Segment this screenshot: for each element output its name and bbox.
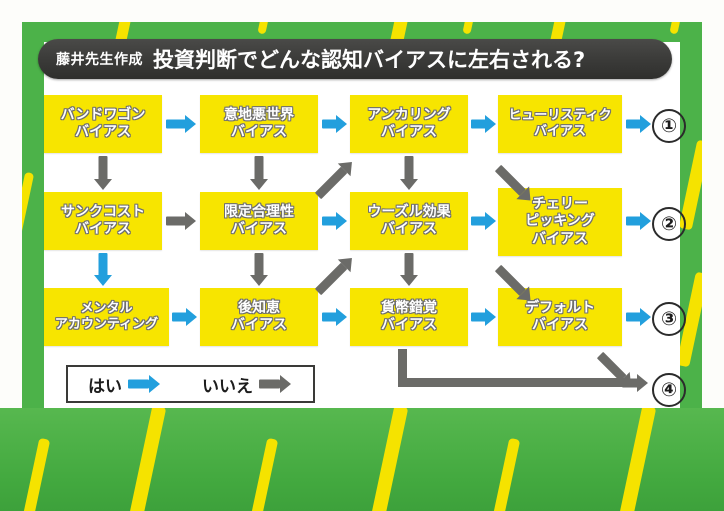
node-line: アンカリング [367, 106, 451, 123]
outcome-2: ② [652, 207, 686, 241]
node-heuristic[interactable]: ヒューリスティク バイアス [498, 95, 622, 153]
arrow-yes-sunkcost-to-mental [93, 253, 113, 286]
legend: はい いいえ [66, 365, 315, 403]
arrow-no-meanworld-to-bounded [249, 156, 269, 190]
node-line: アカウンティング [54, 317, 159, 332]
title-main-text: 投資判断でどんな認知バイアスに左右される? [153, 48, 586, 72]
legend-item-no: いいえ [202, 372, 293, 397]
node-line: バイアス [231, 221, 287, 237]
arrow-no-bandwagon-to-sunkcost [93, 156, 113, 190]
arrow-yes-mental-to-hindsight [172, 307, 197, 327]
arrow-no-anchoring-to-woozle [399, 156, 419, 190]
node-line: 後知恵 [238, 299, 280, 316]
arrow-no-bounded-to-hindsight [249, 253, 269, 286]
node-line: 限定合理性 [224, 203, 294, 220]
node-cherry-picking[interactable]: チェリー ピッキング バイアス [498, 188, 622, 256]
node-sunk-cost[interactable]: サンクコスト バイアス [44, 192, 162, 250]
node-line: ピッキング [525, 213, 595, 230]
arrow-yes-bounded-to-woozle [322, 211, 347, 231]
node-line: バイアス [381, 221, 437, 237]
outcome-4: ④ [652, 373, 686, 407]
node-line: 意地悪世界 [224, 106, 294, 123]
node-bounded-rationality[interactable]: 限定合理性 バイアス [200, 192, 318, 250]
legend-yes-label: はい [88, 376, 122, 397]
elbow-horizontal-money-to-outcome4 [398, 378, 630, 387]
node-line: バイアス [381, 124, 437, 140]
node-line: バイアス [75, 221, 131, 237]
node-line: メンタル [80, 301, 133, 317]
arrow-yes-bandwagon-to-meanworld [166, 114, 196, 134]
node-line: バイアス [231, 124, 287, 140]
arrow-yes-hindsight-to-money [322, 307, 347, 327]
arrow-yes-meanworld-to-anchoring [322, 114, 347, 134]
node-line: バイアス [75, 124, 131, 140]
legend-item-yes: はい [88, 372, 162, 397]
arrow-yes-default-to-outcome3 [626, 307, 651, 327]
node-line: バイアス [533, 124, 586, 139]
legend-yes-arrow-icon [128, 375, 162, 393]
frame-bottom [0, 408, 724, 511]
node-default-bias[interactable]: デフォルト バイアス [498, 288, 622, 346]
arrow-no-woozle-to-money [399, 253, 419, 286]
node-money-illusion[interactable]: 貨幣錯覚 バイアス [350, 288, 468, 346]
arrow-yes-woozle-to-cherry [471, 211, 496, 231]
outcome-3: ③ [652, 302, 686, 336]
node-line: サンクコスト [61, 203, 145, 220]
node-line: チェリー [532, 196, 588, 213]
title-author-tag: 藤井先生作成 [56, 52, 143, 68]
node-line: バイアス [381, 317, 437, 333]
arrow-yes-money-to-default [471, 307, 496, 327]
node-line: ウーズル効果 [367, 203, 451, 220]
node-line: バイアス [532, 230, 588, 247]
arrow-no-elbow-head-outcome4 [622, 373, 648, 392]
node-line: 貨幣錯覚 [381, 299, 437, 316]
elbow-vertical-money-to-outcome4 [398, 349, 407, 387]
page-title: 藤井先生作成 投資判断でどんな認知バイアスに左右される? [38, 39, 672, 79]
arrow-no-sunkcost-to-bounded [166, 211, 196, 231]
node-line: バイアス [231, 317, 287, 333]
arrow-yes-anchoring-to-heuristic [471, 114, 496, 134]
node-woozle[interactable]: ウーズル効果 バイアス [350, 192, 468, 250]
arrow-yes-heuristic-to-outcome1 [626, 114, 651, 134]
node-line: ヒューリスティク [508, 108, 612, 124]
node-mean-world[interactable]: 意地悪世界 バイアス [200, 95, 318, 153]
frame-top [22, 22, 702, 42]
node-anchoring[interactable]: アンカリング バイアス [350, 95, 468, 153]
node-hindsight[interactable]: 後知恵 バイアス [200, 288, 318, 346]
arrow-yes-cherry-to-outcome2 [626, 211, 651, 231]
outcome-1: ① [652, 109, 686, 143]
node-line: バンドワゴン [60, 106, 146, 123]
node-mental-accounting[interactable]: メンタル アカウンティング [44, 288, 169, 346]
node-line: デフォルト [525, 299, 595, 316]
node-bandwagon[interactable]: バンドワゴン バイアス [44, 95, 162, 153]
frame-left [22, 22, 44, 412]
legend-no-arrow-icon [259, 375, 293, 393]
node-line: バイアス [532, 317, 588, 333]
legend-no-label: いいえ [202, 376, 253, 397]
